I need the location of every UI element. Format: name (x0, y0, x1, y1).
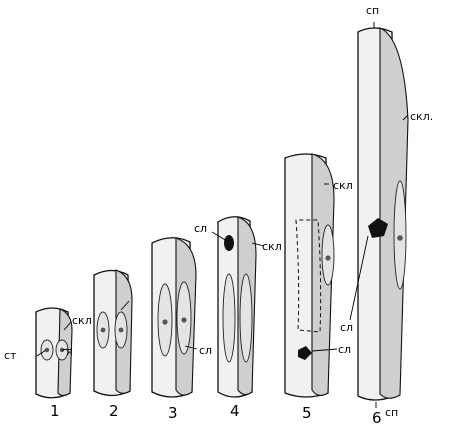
number-1: 1 (50, 402, 60, 420)
label-sl-4: сл (194, 222, 207, 235)
label-skl-4: скл (262, 240, 282, 253)
cell-1 (35, 307, 73, 399)
number-5: 5 (302, 404, 312, 422)
cell-3 (151, 237, 197, 398)
cell-6 (357, 27, 409, 401)
number-3: 3 (168, 404, 178, 422)
cell-4 (217, 216, 257, 398)
cell-5 (284, 153, 335, 398)
label-skl-6: скл. (410, 110, 433, 123)
label-sl-6: сл (340, 321, 353, 334)
label-sl-5: сл (338, 343, 351, 356)
label-sp-top: сп (366, 4, 379, 17)
label-sl-3: сл (199, 344, 212, 357)
cell-2 (93, 269, 133, 397)
leader-lines (36, 22, 409, 408)
label-skl-5: скл (333, 179, 353, 192)
label-sp-bottom: сп (385, 406, 398, 419)
number-4: 4 (230, 402, 240, 420)
number-6: 6 (372, 409, 382, 427)
label-skl-1: скл (72, 314, 92, 327)
label-st: ст (4, 349, 17, 362)
label-ya: я (66, 345, 73, 358)
number-2: 2 (109, 402, 119, 420)
